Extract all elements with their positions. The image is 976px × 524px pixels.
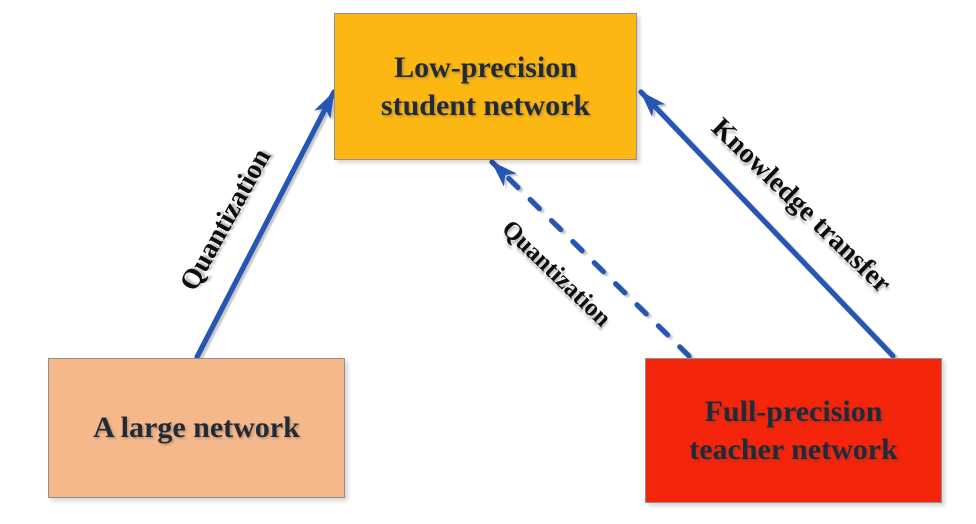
arrow-quantization-left <box>194 89 337 360</box>
node-full-precision-teacher-network: Full-precision teacher network <box>645 358 942 503</box>
arrow-knowledge-transfer <box>638 89 896 359</box>
node-low-precision-student-network: Low-precision student network <box>334 13 637 160</box>
node-a-large-network: A large network <box>48 358 345 498</box>
